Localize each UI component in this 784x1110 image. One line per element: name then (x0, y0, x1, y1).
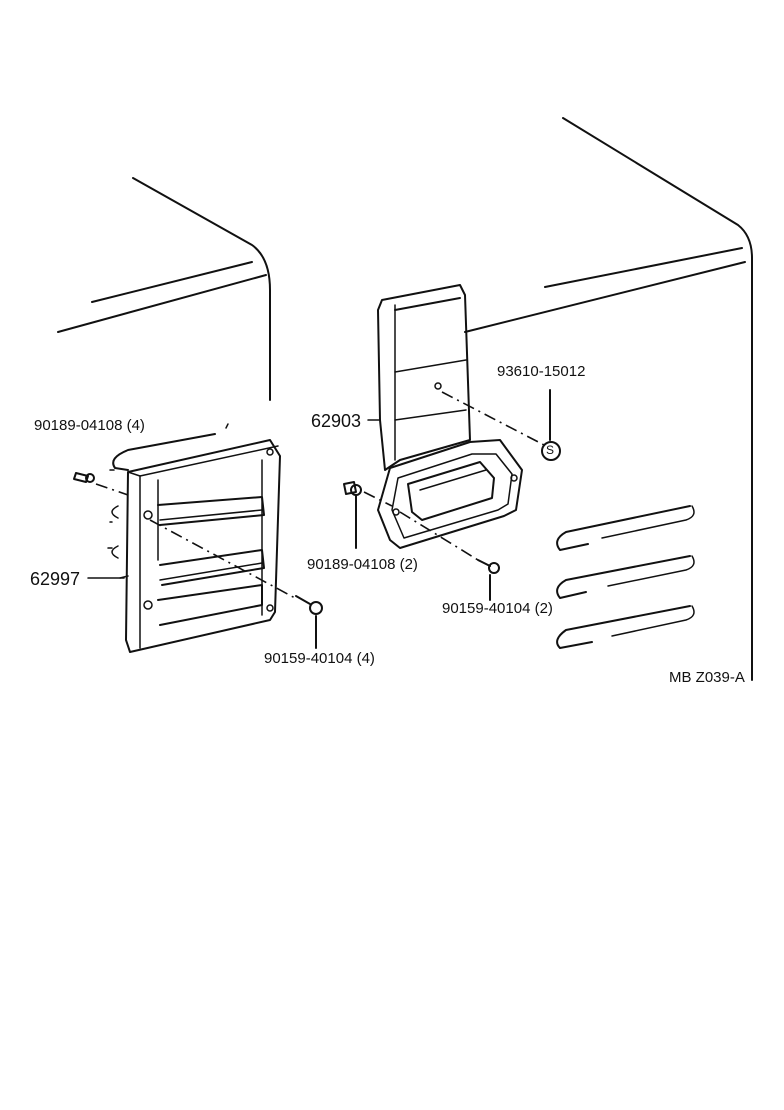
left-screw-90159 (295, 595, 323, 649)
callout-left-screw: 90159-40104 (4) (264, 650, 375, 667)
callout-left-clip: 90189-04108 (4) (34, 417, 145, 434)
right-side-slots (556, 505, 695, 649)
clip-seal-symbol: S (546, 443, 555, 457)
callout-right-screw: 90159-40104 (2) (442, 600, 553, 617)
callout-clip-seal: 93610-15012 (497, 363, 586, 380)
right-clip-90189 (343, 481, 362, 549)
diagram-code: MB Z039-A (669, 669, 745, 686)
right-body-outline (464, 117, 753, 681)
duct-62903 (377, 284, 471, 471)
callout-duct: 62903 (311, 411, 362, 431)
left-clip-90189 (73, 472, 95, 483)
right-screw-90159 (477, 559, 500, 601)
left-panel-62997 (125, 439, 281, 653)
left-side-slots (107, 423, 229, 579)
callout-right-clip: 90189-04108 (2) (307, 556, 418, 573)
left-body-outline (57, 177, 271, 401)
clip-seal-93610 (541, 389, 561, 461)
duct-flange (377, 439, 523, 549)
callout-left-panel: 62997 (30, 569, 81, 589)
